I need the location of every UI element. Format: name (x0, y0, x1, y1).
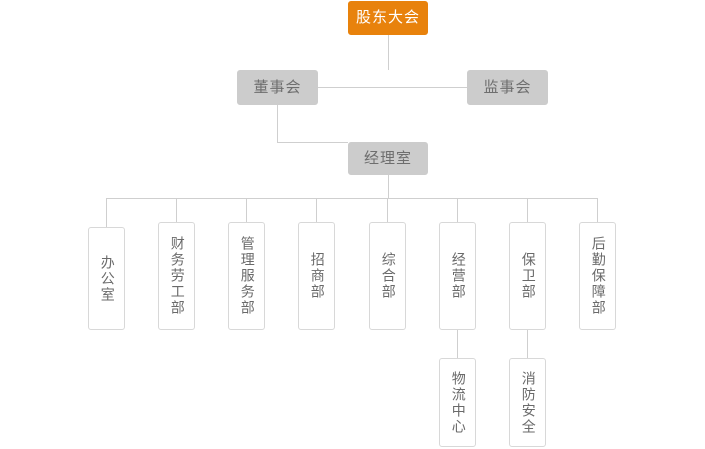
node-label: 经营部 (449, 252, 466, 300)
connector-security-to-fire-safety (527, 330, 528, 358)
node-label: 管理服务部 (238, 236, 255, 316)
connector-manager-stem (388, 175, 389, 198)
node-label: 物流中心 (449, 370, 466, 435)
node-label: 办公室 (98, 254, 115, 303)
node-label: 财务劳工部 (168, 236, 185, 316)
connector-level4-bus (106, 198, 597, 199)
node-dept-finance-labor[interactable]: 财务劳工部 (158, 222, 195, 330)
connector-operations-to-logistics-center (457, 330, 458, 358)
connector-drop-dept-general (387, 198, 388, 222)
node-label: 后勤保障部 (589, 236, 606, 316)
node-logistics-center[interactable]: 物流中心 (439, 358, 476, 447)
connector-drop-dept-management-service (246, 198, 247, 222)
node-label: 招商部 (308, 252, 325, 300)
node-dept-office[interactable]: 办公室 (88, 227, 125, 330)
node-manager-office[interactable]: 经理室 (348, 142, 428, 175)
node-dept-investment[interactable]: 招商部 (298, 222, 335, 330)
node-label: 综合部 (379, 252, 396, 300)
node-label: 董事会 (253, 77, 302, 96)
node-label: 股东大会 (355, 8, 420, 27)
connector-level2-bus (318, 87, 467, 88)
node-board-of-directors[interactable]: 董事会 (237, 70, 318, 105)
connector-drop-dept-office (106, 198, 107, 227)
node-label: 监事会 (483, 77, 532, 96)
node-board-of-supervisors[interactable]: 监事会 (467, 70, 548, 105)
node-dept-management-service[interactable]: 管理服务部 (228, 222, 265, 330)
node-dept-operations[interactable]: 经营部 (439, 222, 476, 330)
node-shareholders-meeting[interactable]: 股东大会 (348, 1, 428, 35)
node-label: 保卫部 (519, 252, 536, 300)
connector-drop-dept-operations (457, 198, 458, 222)
node-dept-security[interactable]: 保卫部 (509, 222, 546, 330)
node-label: 经理室 (363, 148, 412, 167)
connector-root-stem (388, 35, 389, 70)
connector-drop-dept-investment (316, 198, 317, 222)
connector-drop-dept-security (527, 198, 528, 222)
node-label: 消防安全 (519, 370, 536, 435)
node-fire-safety[interactable]: 消防安全 (509, 358, 546, 447)
connector-board-to-manager (277, 142, 348, 143)
node-dept-logistics-support[interactable]: 后勤保障部 (579, 222, 616, 330)
connector-board-stem (277, 105, 278, 142)
node-dept-general[interactable]: 综合部 (369, 222, 406, 330)
connector-drop-dept-logistics-support (597, 198, 598, 222)
connector-drop-dept-finance-labor (176, 198, 177, 222)
